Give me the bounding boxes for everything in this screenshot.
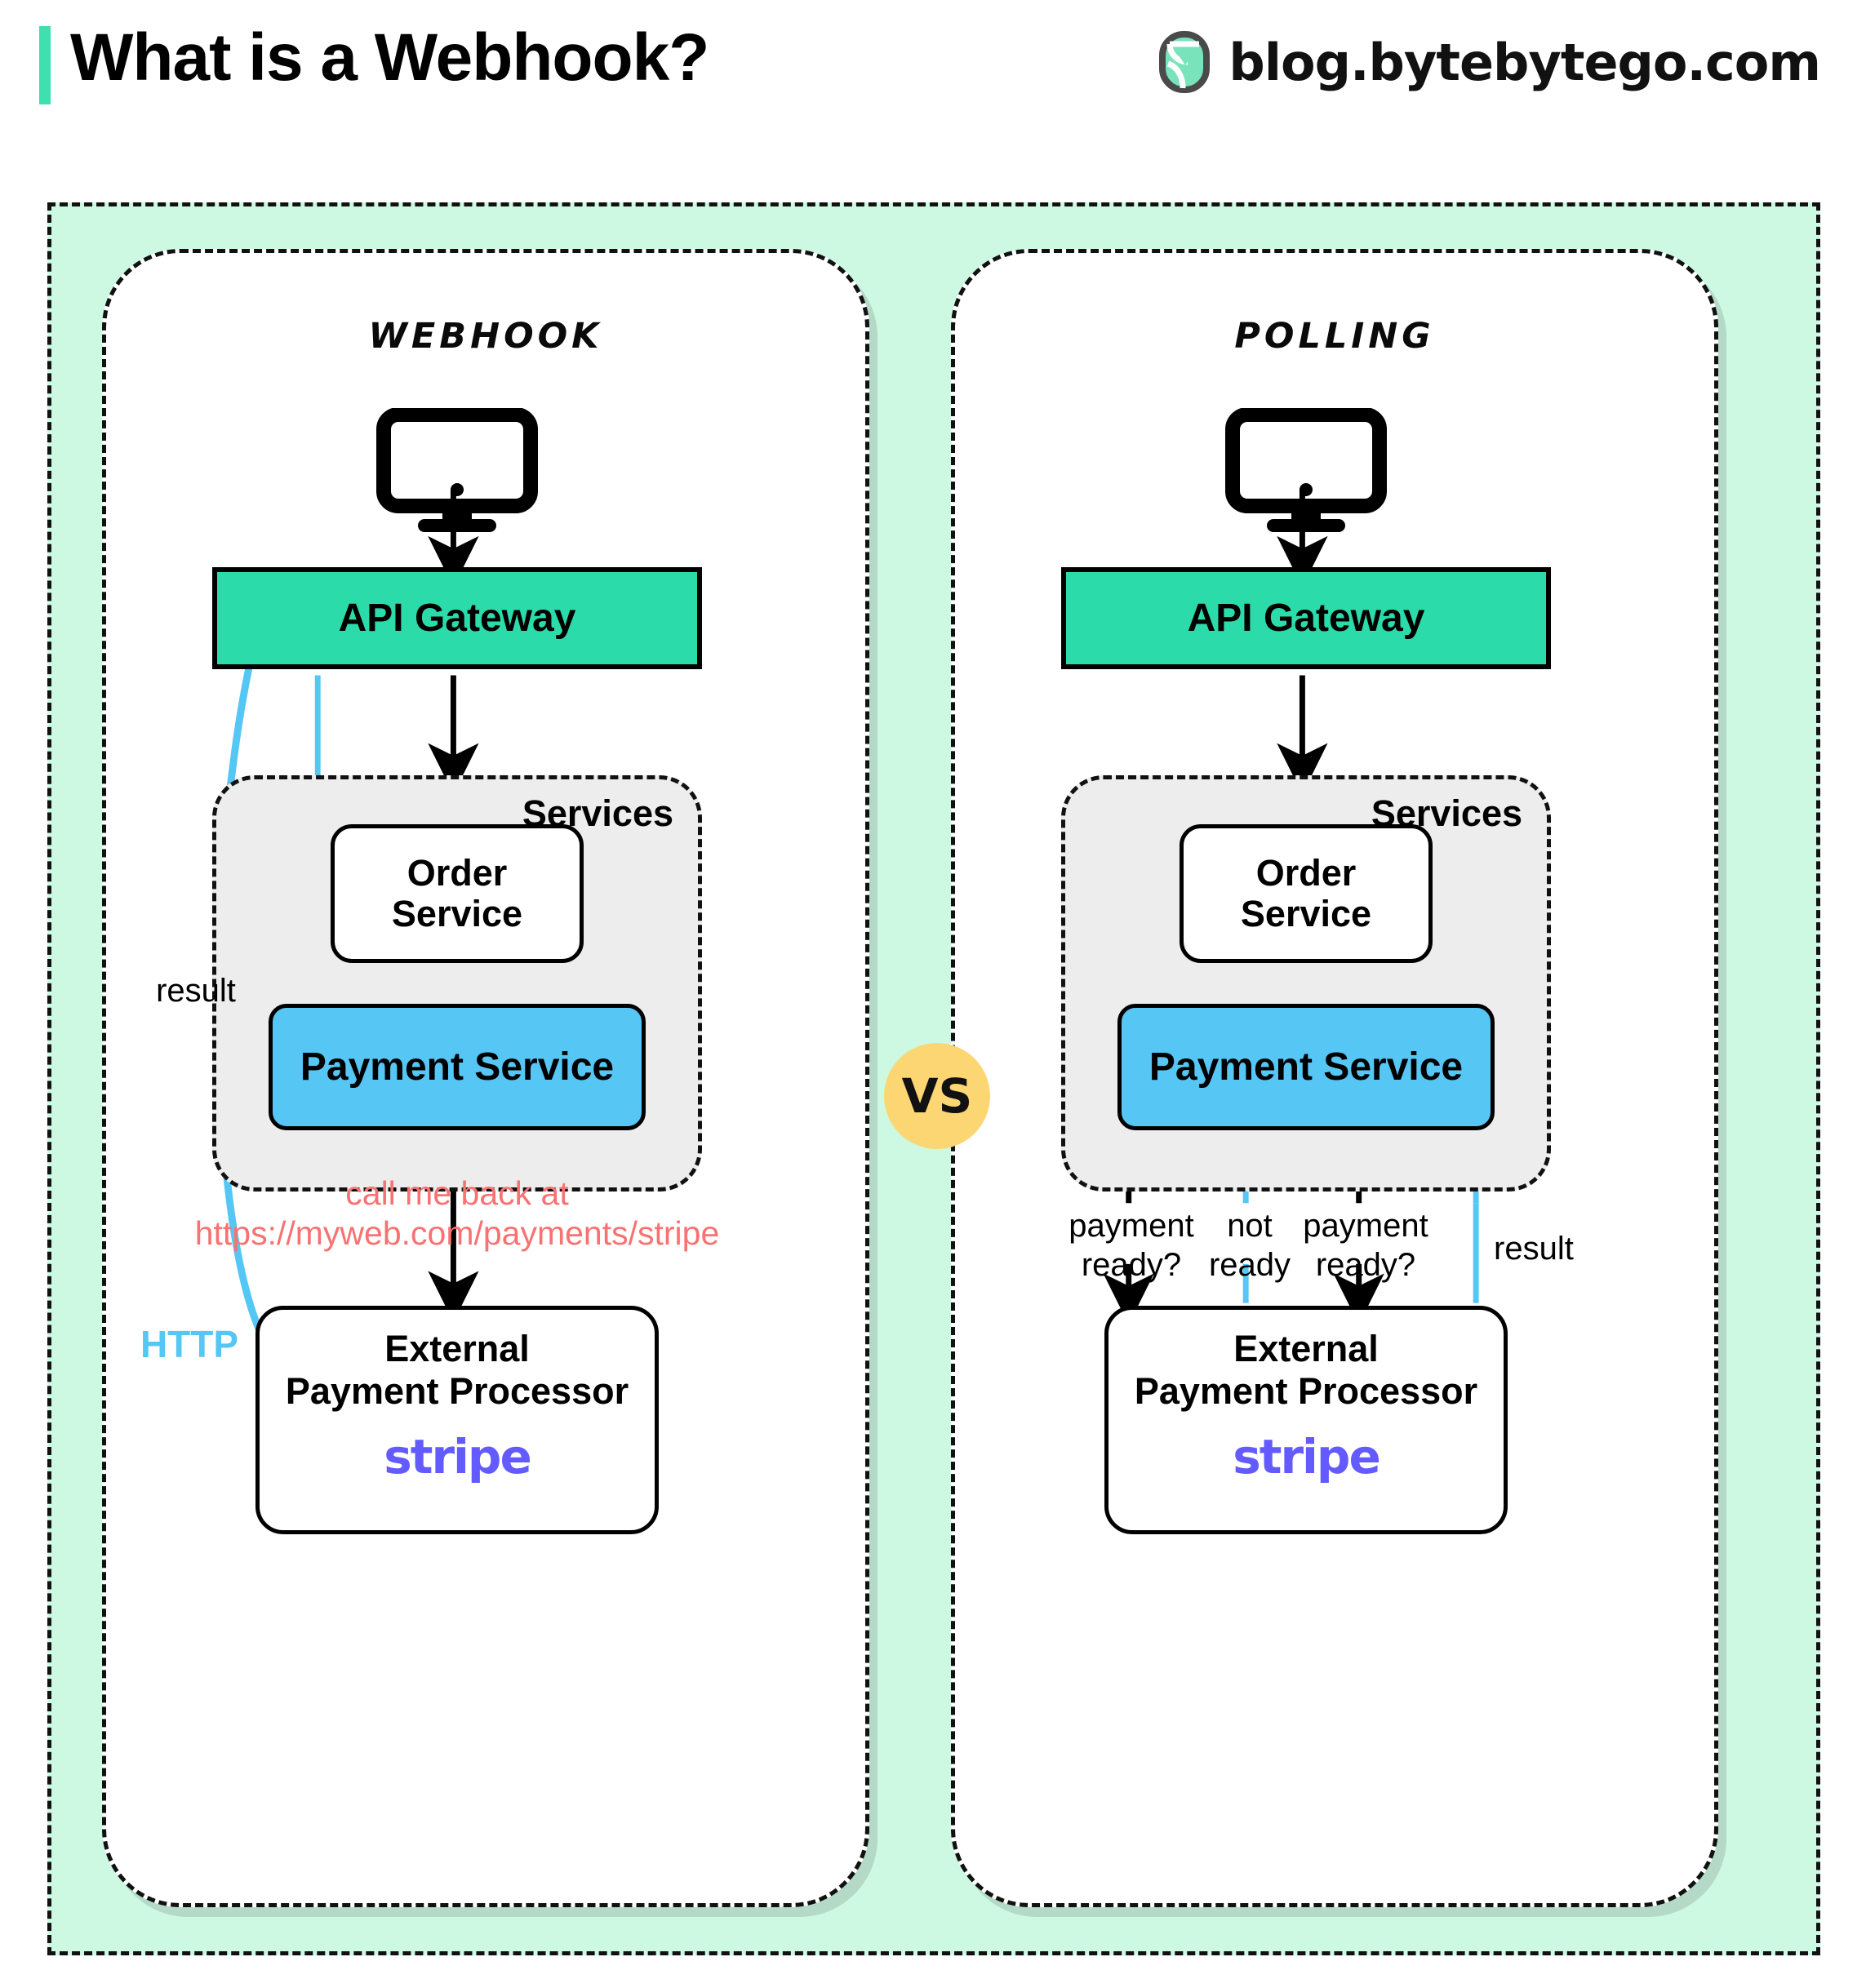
client-monitor-icon [1225,408,1387,532]
panel-webhook-title: Webhook [368,300,603,360]
stripe-logo: stripe [384,1428,532,1484]
panel-polling-title: Polling [1234,300,1435,360]
comparison-container: Webhook [47,202,1820,1955]
brand: blog.bytebytego.com [1158,31,1821,93]
client-monitor-icon [376,408,538,532]
page-header: What is a Webhook? blog.bytebytego.com [0,0,1866,139]
bytebytego-logo-icon [1159,31,1211,93]
callback-label: call me back at https://myweb.com/paymen… [194,1174,720,1253]
http-label: HTTP [140,1323,239,1365]
result-label: result [156,973,236,1009]
api-gateway-box[interactable]: API Gateway [212,567,702,669]
payment-service-box[interactable]: Payment Service [1117,1004,1495,1130]
payment-service-box[interactable]: Payment Service [269,1004,646,1130]
brand-label: blog.bytebytego.com [1228,32,1821,92]
panel-polling: Polling [951,249,1718,1907]
page-title: What is a Webhook? [70,20,709,95]
stripe-logo: stripe [1233,1428,1381,1484]
title-accent-bar [39,26,51,104]
panel-webhook: Webhook [102,249,869,1907]
vs-badge: VS [884,1043,990,1149]
api-gateway-box[interactable]: API Gateway [1061,567,1551,669]
poll-result-label: result [1494,1231,1574,1267]
